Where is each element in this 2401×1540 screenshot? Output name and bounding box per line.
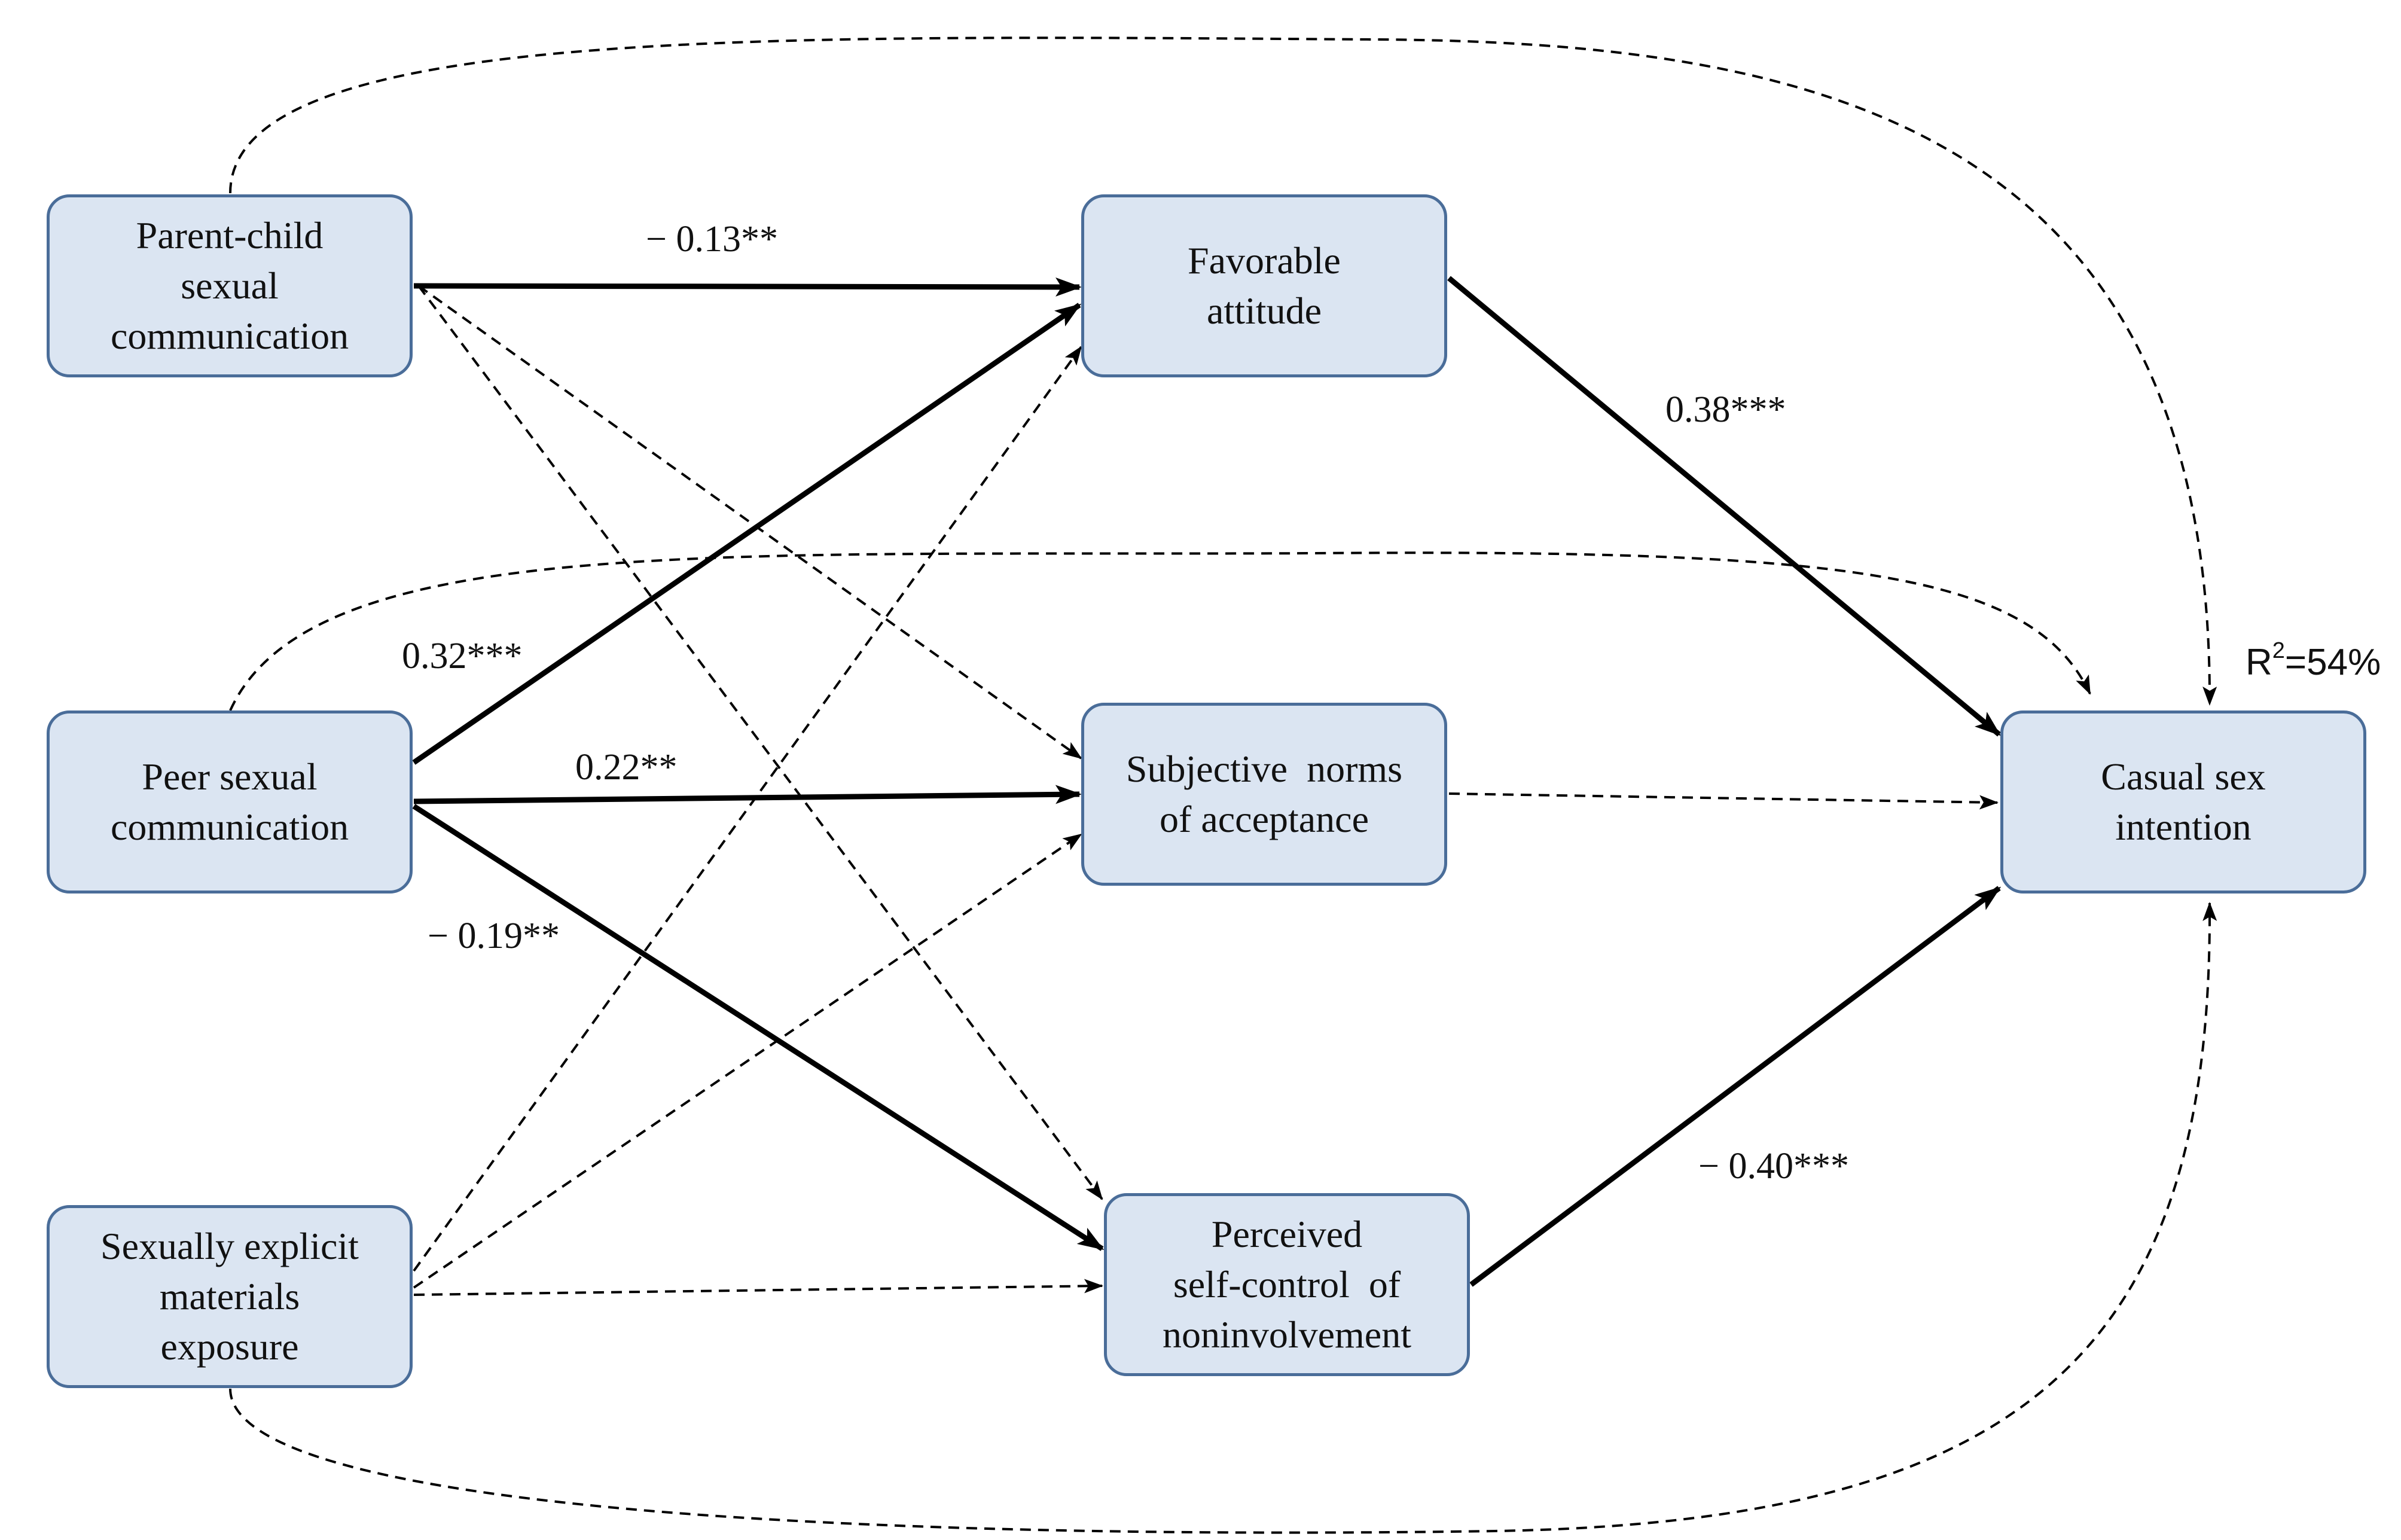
curve-sem-to-intention xyxy=(229,902,2217,1534)
coef-peer-to-self-control: − 0.19** xyxy=(428,916,560,956)
node-label-line: Parent-child xyxy=(136,214,324,257)
node-label-line: Favorable xyxy=(1188,239,1341,282)
node-label-line: noninvolvement xyxy=(1163,1313,1411,1356)
node-label-line: intention xyxy=(2115,806,2251,848)
node-label-line: communication xyxy=(110,315,349,357)
coef-self-control-to-intention: − 0.40*** xyxy=(1698,1146,1849,1187)
edge-attitude-to-intention xyxy=(1447,276,2002,737)
edge-sem-to-norms xyxy=(413,833,1082,1289)
node-label-line: sexual xyxy=(181,264,279,307)
edge-sem-to-attitude xyxy=(413,346,1082,1272)
edge-parent-to-self-control xyxy=(417,285,1103,1200)
edge-sem-to-self-control xyxy=(413,1279,1103,1296)
node-label-line: Subjective norms xyxy=(1125,748,1403,790)
coef-attitude-to-intention: 0.38*** xyxy=(1665,389,1786,430)
node-favorable-attitude: Favorable attitude xyxy=(1081,194,1447,377)
edge-parent-to-attitude xyxy=(413,277,1082,297)
coef-peer-to-norms: 0.22** xyxy=(575,747,678,788)
edge-peer-to-attitude xyxy=(412,303,1082,765)
node-label-line: Casual sex xyxy=(2101,755,2266,798)
node-label-line: materials xyxy=(159,1275,300,1318)
edge-parent-to-norms xyxy=(417,285,1082,760)
edge-peer-to-self-control xyxy=(412,804,1105,1251)
curve-parent-to-intention xyxy=(229,36,2217,706)
node-label-line: communication xyxy=(110,806,349,848)
node-label-line: Peer sexual xyxy=(142,755,318,798)
curve-peer-to-intention xyxy=(229,551,2091,711)
edge-self-control-to-intention xyxy=(1469,886,2002,1287)
node-label-line: attitude xyxy=(1207,289,1322,332)
node-perceived-self-control: Perceived self-control of noninvolvement xyxy=(1104,1193,1470,1376)
node-casual-sex-intention: Casual sex intention xyxy=(2000,710,2366,893)
node-label-line: of acceptance xyxy=(1160,798,1369,840)
edge-norms-to-intention xyxy=(1448,792,1999,810)
node-peer-communication: Peer sexual communication xyxy=(47,710,413,893)
node-parent-child-communication: Parent-child sexual communication xyxy=(47,194,413,377)
coef-parent-to-attitude: − 0.13** xyxy=(646,219,778,260)
node-sexually-explicit-materials: Sexually explicit materials exposure xyxy=(47,1205,413,1388)
node-label-line: Perceived xyxy=(1211,1213,1363,1255)
edge-peer-to-norms xyxy=(413,785,1082,804)
node-label-line: Sexually explicit xyxy=(100,1225,359,1267)
coef-peer-to-attitude: 0.32*** xyxy=(402,636,523,676)
node-label-line: self-control of xyxy=(1173,1263,1401,1306)
r-squared-label: R2=54% xyxy=(2246,638,2381,683)
node-label-line: exposure xyxy=(160,1325,299,1368)
node-subjective-norms: Subjective norms of acceptance xyxy=(1081,703,1447,886)
